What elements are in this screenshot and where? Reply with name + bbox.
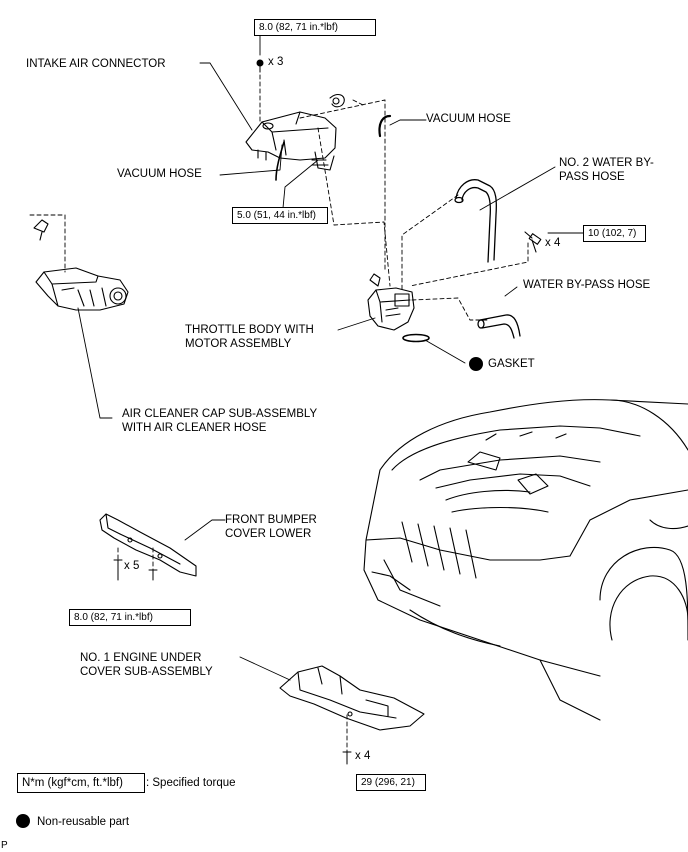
- label-front-bumper-line2: COVER LOWER: [225, 528, 312, 540]
- qty-bumper-cover: x 5: [124, 560, 140, 572]
- vacuum-hose-left-part: [275, 141, 285, 181]
- torque-box-bumper-cover: 8.0 (82, 71 in.*lbf): [69, 609, 191, 626]
- label-engine-under-cover-line1: NO. 1 ENGINE UNDER: [80, 652, 202, 664]
- label-throttle-body-line1: THROTTLE BODY WITH: [185, 324, 314, 336]
- label-vacuum-hose-right: VACUUM HOSE: [426, 113, 511, 125]
- label-engine-under-cover-line2: COVER SUB-ASSEMBLY: [80, 666, 213, 678]
- label-water-bypass-hose: WATER BY-PASS HOSE: [523, 279, 651, 291]
- legend-nonreusable-marker: [16, 814, 30, 828]
- torque-box-throttle-body: 10 (102, 7): [583, 225, 646, 242]
- engine-under-cover: [279, 665, 425, 731]
- label-vacuum-hose-left: VACUUM HOSE: [117, 168, 202, 180]
- label-no2-water-bypass-hose-line1: NO. 2 WATER BY-: [559, 157, 654, 169]
- bolt-under-cover: [342, 751, 352, 765]
- gasket: [402, 333, 430, 343]
- label-no2-water-bypass-hose-line2: PASS HOSE: [559, 171, 625, 183]
- label-front-bumper-line1: FRONT BUMPER: [225, 514, 317, 526]
- bolt-intake: [256, 59, 264, 73]
- label-air-cleaner-line2: WITH AIR CLEANER HOSE: [122, 422, 267, 434]
- qty-intake-connector: x 3: [268, 56, 284, 68]
- legend-torque-text: : Specified torque: [146, 777, 236, 789]
- label-gasket: GASKET: [488, 358, 535, 370]
- intake-air-connector: [245, 111, 337, 171]
- torque-box-under-cover: 29 (296, 21): [356, 774, 426, 791]
- no2-water-bypass-hose: [454, 179, 497, 263]
- legend-torque-unit-box: N*m (kgf*cm, ft.*lbf): [17, 773, 145, 793]
- label-throttle-body-line2: MOTOR ASSEMBLY: [185, 338, 292, 350]
- alignment-dashed-lines: [29, 67, 529, 753]
- bolt-bumper: [113, 559, 158, 581]
- corner-mark: P: [1, 840, 8, 851]
- connector-clip: [329, 93, 345, 108]
- legend-nonreusable-text: Non-reusable part: [37, 816, 130, 828]
- torque-box-vacuum-hose-clamp: 5.0 (51, 44 in.*lbf): [232, 207, 328, 224]
- vacuum-hose-right-part: [378, 114, 392, 138]
- label-intake-air-connector: INTAKE AIR CONNECTOR: [26, 58, 166, 70]
- qty-under-cover: x 4: [355, 750, 371, 762]
- bolt-throttle: [524, 231, 542, 253]
- label-air-cleaner-line1: AIR CLEANER CAP SUB-ASSEMBLY: [122, 408, 318, 420]
- front-bumper-cover-lower: [99, 513, 197, 577]
- vehicle-front: [363, 399, 688, 721]
- water-bypass-hose: [477, 314, 521, 339]
- nonreusable-marker-gasket: [469, 357, 483, 371]
- torque-box-intake-connector: 8.0 (82, 71 in.*lbf): [254, 19, 376, 36]
- air-cleaner-cap: [33, 219, 129, 311]
- throttle-body: [367, 273, 415, 331]
- qty-throttle-body-bolts: x 4: [545, 237, 561, 249]
